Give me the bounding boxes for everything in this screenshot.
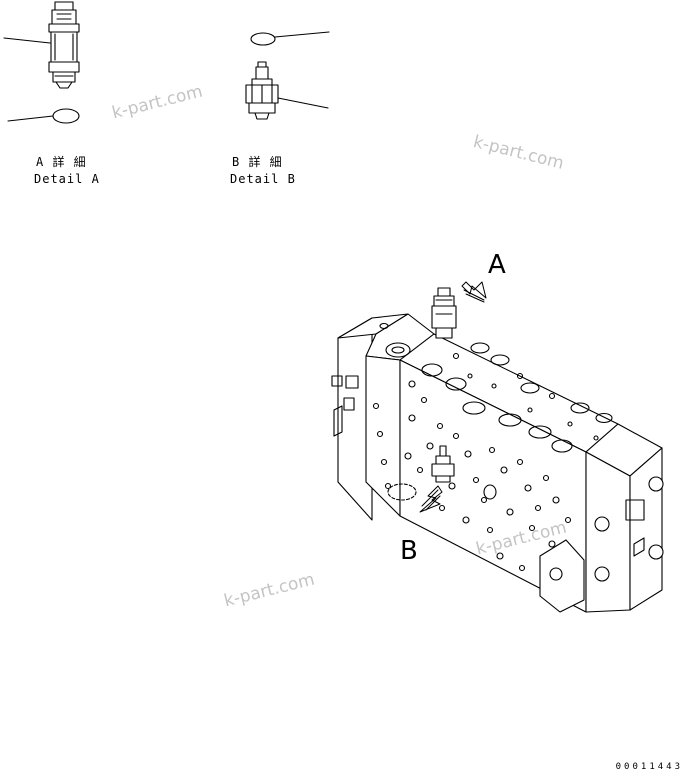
drawing-code: 00011443 [615, 762, 683, 772]
detail-a-valve [48, 1, 80, 89]
detail-a-oring [7, 108, 80, 124]
arrow-a [461, 281, 487, 303]
arrow-b [419, 485, 443, 513]
detail-a-label-en: Detail A [34, 172, 100, 186]
detail-b-valve [245, 61, 329, 120]
detail-b-label-jp: B 詳 細 [232, 155, 283, 169]
detail-a-label-jp: A 詳 細 [36, 155, 87, 169]
control-valve-block [331, 287, 664, 613]
callout-b: B [400, 536, 418, 566]
detail-a-leader-body [3, 37, 51, 44]
detail-b-oring [250, 31, 330, 46]
callout-a: A [488, 250, 506, 280]
detail-b-label-en: Detail B [230, 172, 296, 186]
